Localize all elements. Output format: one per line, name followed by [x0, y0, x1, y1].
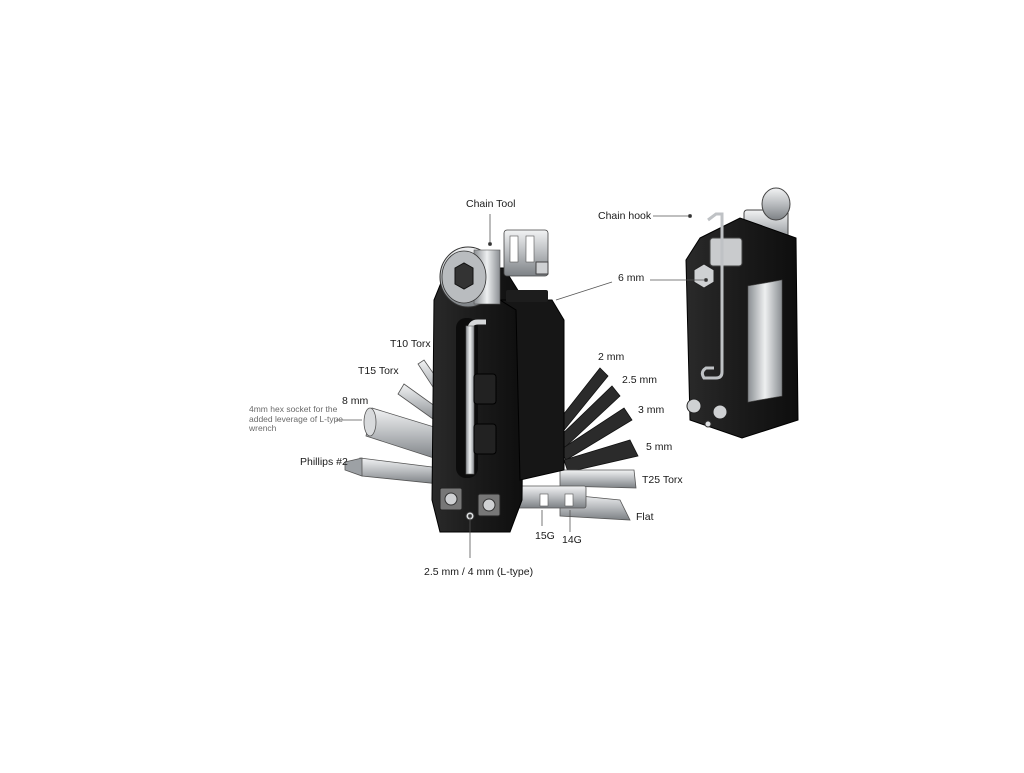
bit-t25	[559, 469, 637, 489]
label-6mm: 6 mm	[618, 272, 645, 284]
leader-lines	[336, 213, 709, 558]
label-hex-socket-note: 4mm hex socket for the added leverage of…	[249, 404, 344, 433]
label-chain-hook: Chain hook	[598, 210, 652, 222]
spoke-wrench	[515, 485, 587, 509]
label-l-type: 2.5 mm / 4 mm (L-type)	[424, 566, 534, 578]
label-15g: 15G	[535, 530, 555, 542]
label-8mm: 8 mm	[342, 395, 369, 407]
label-2-5mm: 2.5 mm	[622, 374, 658, 386]
bit-phillips	[344, 457, 441, 485]
back-tool	[685, 187, 799, 439]
chain-tool-head	[439, 229, 549, 308]
label-t15-torx: T15 Torx	[358, 365, 399, 377]
label-t10-torx: T10 Torx	[390, 338, 431, 350]
label-flat: Flat	[636, 511, 654, 523]
label-3mm: 3 mm	[638, 404, 665, 416]
label-14g: 14G	[562, 534, 582, 546]
label-t25-torx: T25 Torx	[642, 474, 683, 486]
label-5mm: 5 mm	[646, 441, 673, 453]
leader-6mm-left	[555, 281, 613, 301]
label-phillips: Phillips #2	[300, 456, 348, 468]
tool-body	[431, 267, 565, 533]
label-2mm: 2 mm	[598, 351, 625, 363]
label-chain-tool: Chain Tool	[466, 198, 516, 210]
main-tool	[344, 229, 639, 533]
